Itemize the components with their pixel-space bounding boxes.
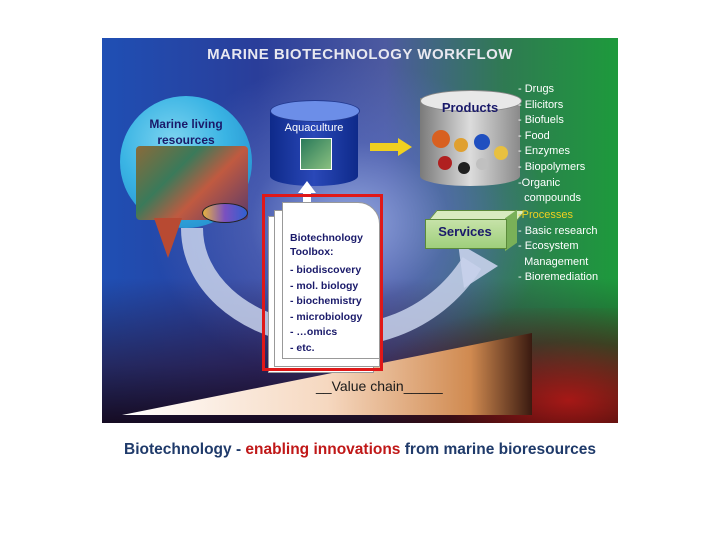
product-item-image	[454, 138, 468, 152]
list-item: - etc.	[290, 341, 315, 354]
caption-part: Biotechnology -	[124, 441, 246, 458]
products-cylinder-top	[420, 90, 522, 112]
toolbox-list: - biodiscovery - mol. biology - biochemi…	[290, 263, 362, 357]
product-item-image	[432, 130, 450, 148]
list-item: - microbiology	[290, 310, 363, 323]
services-list: -Processes - Basic research - Ecosystem …	[518, 208, 598, 286]
list-item: - biodiscovery	[290, 264, 362, 276]
list-item: - Enzymes	[518, 145, 570, 158]
aquaculture-label: Aquaculture	[284, 122, 344, 134]
list-item: compounds	[518, 192, 581, 205]
list-item: - Bioremediation	[518, 271, 599, 284]
list-item: - Food	[518, 129, 550, 142]
list-item: - mol. biology	[290, 279, 359, 292]
product-item-image	[476, 158, 488, 170]
list-item: - biochemistry	[290, 295, 362, 308]
aquaculture-image	[300, 138, 332, 170]
fish-image	[202, 203, 248, 223]
list-item: Management	[518, 255, 589, 268]
shell-image	[154, 218, 182, 258]
list-item: -Organic	[518, 176, 561, 189]
value-chain-label: __Value chain_____	[316, 378, 443, 394]
value-chain-wedge	[122, 333, 532, 415]
products-label: Products	[441, 100, 499, 115]
list-item: - Ecosystem	[518, 240, 579, 253]
list-item: -Processes	[518, 209, 574, 221]
list-item: - …omics	[290, 326, 338, 339]
list-item: - Basic research	[518, 224, 598, 237]
toolbox-title: Biotechnology Toolbox:	[290, 232, 363, 258]
product-item-image	[458, 162, 470, 174]
product-item-image	[474, 134, 490, 150]
list-item: - Biofuels	[518, 114, 564, 127]
product-item-image	[494, 146, 508, 160]
list-item: - Elicitors	[518, 98, 564, 111]
products-list: - Drugs - Elicitors - Biofuels - Food - …	[518, 82, 585, 207]
workflow-diagram: MARINE BIOTECHNOLOGY WORKFLOW Marine liv…	[102, 38, 618, 423]
list-item: - Drugs	[518, 83, 555, 95]
aquaculture-cylinder-top	[270, 100, 360, 122]
caption-highlight: enabling innovations	[245, 441, 401, 458]
arrow-right-icon	[370, 138, 412, 156]
list-item: - Biopolymers	[518, 160, 586, 173]
services-label: Services	[438, 224, 492, 239]
caption-part: from marine bioresources	[400, 441, 596, 458]
diagram-title: MARINE BIOTECHNOLOGY WORKFLOW	[207, 46, 513, 63]
marine-resources-label: Marine living resources	[149, 117, 223, 147]
product-item-image	[438, 156, 452, 170]
toolbox-page	[282, 202, 380, 359]
highlight-frame	[262, 194, 383, 371]
services-box	[425, 219, 507, 249]
caption: Biotechnology - enabling innovations fro…	[0, 441, 720, 459]
